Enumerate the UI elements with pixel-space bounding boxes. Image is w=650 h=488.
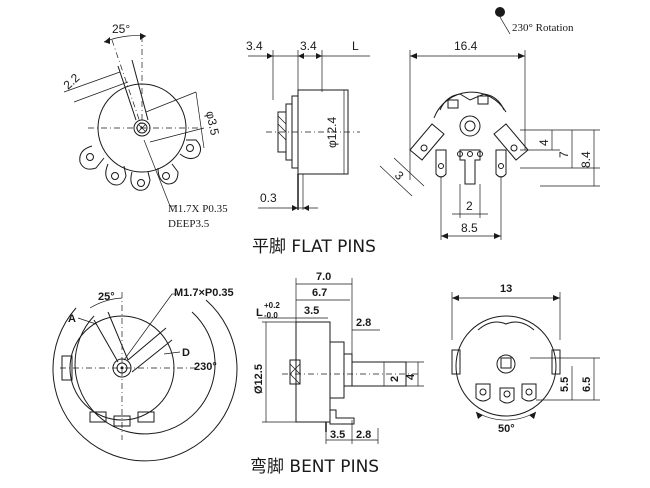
bent-side-d6: 2.8 — [356, 429, 371, 441]
bent-back-angle: 50° — [498, 423, 515, 435]
flat-side-d2: 3.4 — [300, 39, 317, 53]
bent-pins-caption: 弯脚 BENT PINS — [250, 457, 379, 477]
bent-side-tol-up: +0.2 — [264, 301, 280, 310]
flat-back-view: 16.4 4 7 — [379, 39, 600, 240]
bent-side-tol-dn: -0.0 — [264, 311, 278, 320]
bent-side-d5: 3.5 — [330, 429, 345, 441]
bent-side-dia: Ø12.5 — [253, 364, 265, 394]
flat-front-view: 25° 2.2 φ3.5 M1.7X P0.35 DEEP3.5 — [61, 22, 228, 230]
flat-thread-note-1: M1.7X P0.35 — [168, 203, 228, 215]
bent-back-h1: 5.5 — [559, 377, 571, 392]
bent-front-label-d: D — [182, 347, 190, 359]
flat-side-dia: φ12.4 — [325, 117, 339, 148]
rotation-marker-icon — [495, 7, 505, 17]
flat-pins-caption: 平脚 FLAT PINS — [252, 237, 376, 257]
bent-side-d4: 2.8 — [356, 317, 371, 329]
bent-side-shaft2: 2 — [389, 376, 401, 382]
bent-front-label-a: A — [68, 313, 76, 325]
rotation-note: 230° Rotation — [495, 7, 574, 35]
flat-thread-note-2: DEEP3.5 — [168, 218, 210, 230]
flat-side-view: 3.4 3.4 L φ12.4 0.3 — [246, 39, 370, 211]
flat-side-d3: L — [352, 39, 359, 53]
bent-side-tol-l: L — [256, 307, 263, 319]
flat-back-pitch: 2 — [466, 199, 473, 213]
bent-side-shaft: 4 — [405, 373, 417, 380]
bent-side-view: 7.0 6.7 3.5 2.8 L +0.2 -0.0 Ø12.5 4 2 — [253, 271, 424, 444]
flat-side-thk: 0.3 — [260, 191, 277, 205]
bent-front-angle: 25° — [98, 291, 115, 303]
bent-back-width: 13 — [500, 283, 512, 295]
flat-back-pinw: 3 — [392, 168, 407, 183]
flat-back-h1: 4 — [537, 139, 551, 146]
flat-back-h2: 7 — [557, 151, 571, 158]
flat-front-angle: 25° — [112, 22, 130, 36]
flat-back-width: 16.4 — [454, 39, 478, 53]
bent-back-h2: 6.5 — [581, 377, 593, 392]
bent-back-view: 13 5.5 6.5 50° — [451, 283, 600, 435]
bent-front-view: 25° A D 230° M1.7×P0.35 — [52, 287, 238, 462]
bent-side-d2: 6.7 — [312, 287, 327, 299]
flat-back-h3: 8.4 — [579, 151, 593, 168]
bent-front-thread: M1.7×P0.35 — [174, 287, 234, 299]
bent-front-rotation: 230° — [194, 361, 217, 373]
flat-front-dia: φ3.5 — [203, 110, 222, 137]
flat-front-width: 2.2 — [61, 70, 83, 92]
bent-side-d3: 3.5 — [304, 305, 319, 317]
rotation-label: 230° Rotation — [512, 22, 574, 34]
flat-side-d1: 3.4 — [246, 39, 263, 53]
flat-back-span: 8.5 — [461, 221, 478, 235]
bent-side-d1: 7.0 — [316, 271, 331, 283]
